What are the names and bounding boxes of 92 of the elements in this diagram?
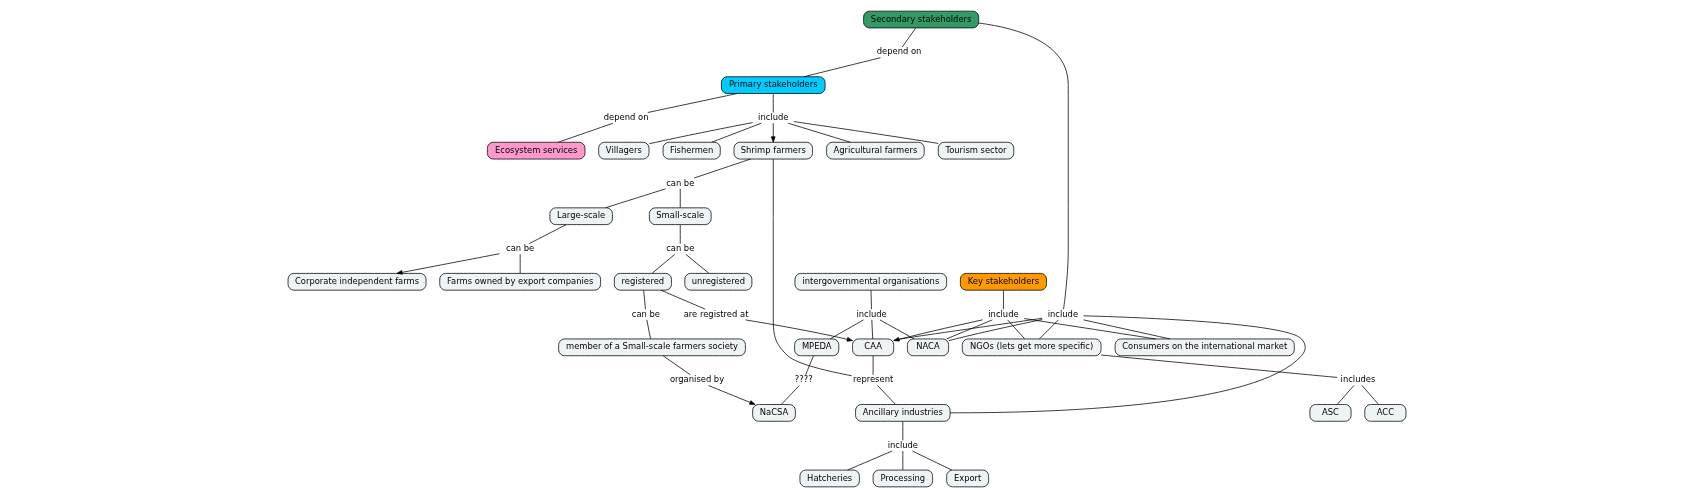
- connector: [901, 27, 916, 48]
- connector: [662, 355, 691, 376]
- node-box: Ancillary industries: [855, 404, 951, 422]
- node-box: ASC: [1309, 404, 1352, 422]
- node-box: ACC: [1364, 404, 1407, 422]
- node-box: member of a Small-scale farmers society: [558, 338, 746, 357]
- connector: [679, 188, 681, 209]
- node-box: CAA: [852, 338, 895, 357]
- node-text: includes: [1340, 374, 1376, 385]
- arrow: [745, 319, 853, 342]
- connector: [646, 319, 651, 340]
- node-text: can be: [506, 243, 535, 254]
- node-box: Consumers on the international market: [1114, 338, 1295, 357]
- node-box: Villagers: [598, 141, 650, 160]
- node-box: Fishermen: [662, 141, 721, 160]
- connector: [1083, 319, 1171, 340]
- connector: [870, 290, 872, 310]
- node-text: are registred at: [683, 308, 749, 319]
- node-box: Primary stakeholders: [721, 76, 826, 94]
- connector: [805, 355, 814, 376]
- node-box: intergovernmental organisations: [794, 273, 948, 291]
- connector: [1100, 354, 1338, 378]
- node-text: can be: [666, 177, 695, 188]
- connector: [1039, 319, 1059, 340]
- connector: [643, 290, 646, 310]
- node-box: Hatcheries: [799, 469, 860, 488]
- node-text: include: [856, 308, 887, 319]
- connector: [557, 122, 614, 143]
- connector: [1336, 385, 1355, 405]
- connector: [648, 122, 753, 145]
- node-text: include: [887, 439, 919, 450]
- node-box: MPEDA: [794, 338, 840, 357]
- connector: [519, 254, 521, 274]
- connector: [660, 289, 706, 310]
- connector: [772, 93, 774, 113]
- node-text: ????: [794, 374, 813, 385]
- connector: [912, 450, 953, 471]
- node-box: NACA: [907, 338, 949, 357]
- connector: [528, 224, 567, 244]
- node-box: Processing: [872, 469, 933, 488]
- arrow: [771, 122, 776, 143]
- node-box: registered: [613, 273, 672, 291]
- arrow: [708, 385, 756, 405]
- connector: [978, 22, 1069, 310]
- connector: [829, 319, 864, 340]
- connector: [711, 122, 762, 143]
- connector: [787, 122, 851, 143]
- connector: [647, 93, 738, 113]
- connector: [847, 450, 893, 471]
- connector: [902, 421, 904, 441]
- node-text: depend on: [603, 112, 649, 123]
- connector: [1003, 290, 1004, 310]
- node-box: unregistered: [684, 273, 753, 291]
- node-text: can be: [666, 243, 695, 254]
- node-text: depend on: [876, 46, 922, 57]
- connector: [948, 319, 1043, 342]
- node-box: Shrimp farmers: [733, 141, 813, 160]
- node-box: Export: [946, 469, 989, 488]
- node-box: Farms owned by export companies: [439, 273, 601, 291]
- connector: [1007, 319, 1026, 340]
- connector: [605, 188, 666, 209]
- node-box: NaCSA: [752, 404, 796, 422]
- connector: [679, 224, 681, 245]
- connector: [781, 385, 800, 405]
- connector: [1361, 385, 1379, 405]
- connector: [772, 158, 853, 377]
- connector: [949, 315, 1306, 414]
- connector: [871, 319, 874, 340]
- node-box: Large-scale: [549, 207, 613, 225]
- node-text: represent: [852, 374, 894, 385]
- node-text: include: [988, 308, 1019, 319]
- node-box: Agricultural farmers: [826, 141, 925, 160]
- node-box: Secondary stakeholders: [863, 10, 980, 29]
- connector: [946, 319, 993, 340]
- node-box: Key stakeholders: [960, 273, 1047, 291]
- connector: [693, 158, 751, 179]
- node-box: NGOs (lets get more specific): [961, 338, 1102, 357]
- connector: [803, 57, 881, 78]
- connector: [793, 121, 939, 144]
- node-box: Ecosystem services: [487, 141, 586, 160]
- node-text: include: [1047, 308, 1079, 319]
- connector: [1023, 318, 1156, 340]
- node-box: Small-scale: [649, 207, 712, 225]
- node-text: can be: [631, 308, 661, 319]
- node-text: organised by: [669, 374, 725, 385]
- connector: [651, 254, 676, 274]
- connector: [877, 385, 896, 405]
- node-box: Tourism sector: [937, 141, 1015, 160]
- arrow: [396, 253, 500, 275]
- node-box: Corporate independent farms: [287, 273, 427, 291]
- connector: [685, 254, 710, 274]
- node-text: include: [758, 112, 789, 123]
